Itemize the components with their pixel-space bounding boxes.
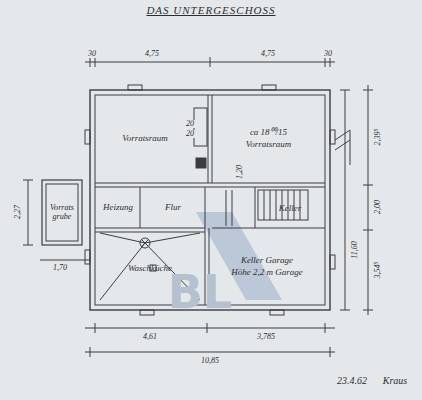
dimension: 30: [87, 50, 97, 58]
dimension: 2,27: [14, 204, 22, 220]
dimension: 1,70: [52, 264, 68, 272]
dimension: 11,60: [351, 240, 359, 259]
room: Heizung: [98, 190, 138, 226]
room-name: Waschküche: [128, 264, 172, 274]
dimension: 20: [185, 130, 195, 138]
signature: 23.4.62: [336, 376, 368, 386]
room-name: Vorratsraum: [246, 140, 292, 150]
room-name: ca 18⁰⁰/15: [250, 128, 287, 138]
dimension: 2,00: [374, 199, 382, 215]
room-name: Höhe 2,2 m Garage: [231, 268, 303, 278]
room: Vorrats grube: [47, 185, 77, 240]
room-name: Keller Garage: [241, 256, 293, 266]
room-name: Vorrats grube: [47, 204, 77, 222]
room: ca 18⁰⁰/15Vorratsraum: [215, 98, 322, 180]
dimension: 1,20: [236, 164, 244, 180]
signature: Kraus: [382, 376, 408, 386]
room-name: Flur: [165, 203, 181, 213]
dimension: 20: [185, 120, 195, 128]
room-name: Vorratsraum: [122, 134, 168, 144]
dimension: 3,785: [256, 333, 276, 341]
plan-title: DAS UNTERGESCHOSS: [0, 4, 422, 16]
dimension: 4,75: [144, 50, 160, 58]
room: Flur: [143, 190, 203, 226]
dimension: 10,85: [200, 357, 220, 365]
watermark: BL: [167, 269, 233, 315]
room-name: Heizung: [103, 203, 133, 213]
room-name: Keller: [279, 204, 302, 214]
dimension: 4,61: [142, 333, 158, 341]
dimension: 4,75: [260, 50, 276, 58]
dimension: 3,54⁵: [374, 261, 382, 280]
room: Keller: [258, 192, 322, 226]
dimension: 30: [323, 50, 333, 58]
dimension: 2,39⁵: [374, 128, 382, 147]
room: Vorratsraum: [98, 98, 192, 180]
